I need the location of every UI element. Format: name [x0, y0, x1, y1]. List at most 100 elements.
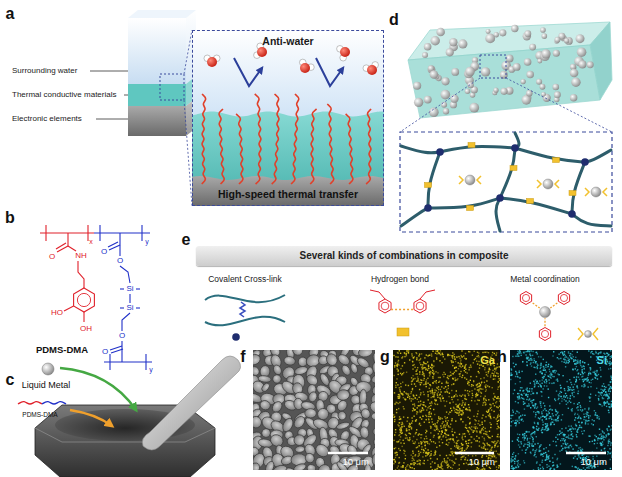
eds-speckle: [453, 408, 454, 409]
eds-speckle: [406, 466, 407, 467]
eds-speckle: [425, 406, 426, 407]
eds-speckle: [500, 445, 501, 446]
eds-speckle: [421, 446, 422, 447]
eds-speckle: [573, 386, 574, 387]
eds-speckle: [402, 356, 403, 357]
eds-speckle: [467, 409, 468, 410]
eds-speckle: [419, 362, 420, 363]
eds-speckle: [470, 422, 471, 423]
eds-speckle: [461, 377, 462, 378]
eds-speckle: [437, 458, 438, 459]
eds-speckle: [440, 466, 441, 467]
eds-speckle: [446, 401, 447, 402]
eds-speckle: [465, 396, 466, 397]
eds-speckle: [554, 398, 555, 399]
eds-speckle: [432, 421, 433, 422]
eds-speckle: [497, 398, 498, 399]
eds-speckle: [464, 404, 465, 405]
eds-speckle: [481, 382, 482, 383]
eds-speckle: [476, 384, 477, 385]
eds-speckle: [425, 430, 426, 431]
eds-speckle: [426, 409, 427, 410]
eds-speckle: [439, 377, 440, 378]
eds-speckle: [428, 413, 429, 414]
eds-speckle: [399, 439, 400, 440]
eds-speckle: [458, 356, 459, 357]
eds-speckle: [584, 378, 585, 379]
eds-speckle: [458, 407, 459, 408]
eds-speckle: [447, 422, 448, 423]
eds-speckle: [418, 405, 419, 406]
eds-speckle: [440, 389, 441, 390]
eds-speckle: [483, 398, 484, 399]
eds-speckle: [434, 403, 435, 404]
eds-speckle: [445, 425, 446, 426]
eds-speckle: [415, 420, 416, 421]
eds-speckle: [426, 368, 427, 369]
eds-speckle: [476, 431, 477, 432]
eds-speckle: [454, 396, 455, 397]
eds-speckle: [456, 370, 457, 371]
eds-speckle: [490, 437, 491, 438]
eds-speckle: [521, 355, 522, 356]
eds-speckle: [404, 362, 405, 363]
metal-particle: [429, 107, 439, 117]
water-molecule: [204, 55, 220, 67]
eds-speckle: [414, 378, 415, 379]
eds-speckle: [439, 436, 440, 437]
eds-speckle: [437, 395, 438, 396]
eds-speckle: [424, 384, 425, 385]
eds-speckle: [497, 421, 498, 422]
eds-speckle: [421, 434, 422, 435]
eds-speckle: [413, 394, 414, 395]
eds-speckle: [399, 416, 400, 417]
network-chain: [428, 152, 440, 208]
side-chain: [370, 290, 385, 299]
eds-speckle: [407, 417, 408, 418]
eds-speckle: [496, 466, 497, 467]
eds-speckle: [420, 460, 421, 461]
eds-speckle: [399, 389, 400, 390]
eds-speckle: [403, 443, 404, 444]
eds-speckle: [484, 468, 485, 469]
eds-speckle: [403, 372, 404, 373]
polymer-chain: [205, 295, 285, 302]
eds-speckle: [479, 445, 480, 446]
eds-speckle: [500, 455, 501, 456]
eds-speckle: [467, 390, 468, 391]
eds-speckle: [480, 469, 481, 470]
eds-speckle: [428, 412, 429, 413]
eds-speckle: [471, 400, 472, 401]
eds-speckle: [485, 391, 486, 392]
eds-speckle: [416, 419, 417, 420]
eds-speckle: [394, 367, 395, 368]
eds-speckle: [497, 407, 498, 408]
eds-speckle: [398, 422, 399, 423]
eds-speckle: [447, 444, 448, 445]
eds-speckle: [464, 450, 465, 451]
eds-speckle: [460, 410, 461, 411]
eds-speckle: [519, 381, 520, 382]
metal-particle: [424, 96, 432, 104]
eds-speckle: [444, 458, 445, 459]
eds-speckle: [467, 382, 468, 383]
network-chain: [440, 146, 515, 152]
eds-speckle: [433, 360, 434, 361]
eds-speckle: [497, 426, 498, 427]
eds-speckle: [461, 456, 462, 457]
eds-speckle: [536, 408, 537, 409]
eds-speckle: [411, 384, 412, 385]
eds-speckle: [439, 436, 440, 437]
eds-speckle: [427, 361, 428, 362]
eds-speckle: [553, 370, 554, 371]
eds-speckle: [467, 430, 468, 431]
sem-grain: [373, 462, 375, 470]
eds-speckle: [420, 434, 421, 435]
eds-speckle: [440, 401, 441, 402]
eds-speckle: [422, 364, 423, 365]
eds-speckle: [499, 380, 500, 381]
eds-speckle: [483, 402, 484, 403]
eds-speckle: [467, 417, 468, 418]
eds-speckle: [474, 438, 475, 439]
eds-speckle: [461, 350, 462, 351]
